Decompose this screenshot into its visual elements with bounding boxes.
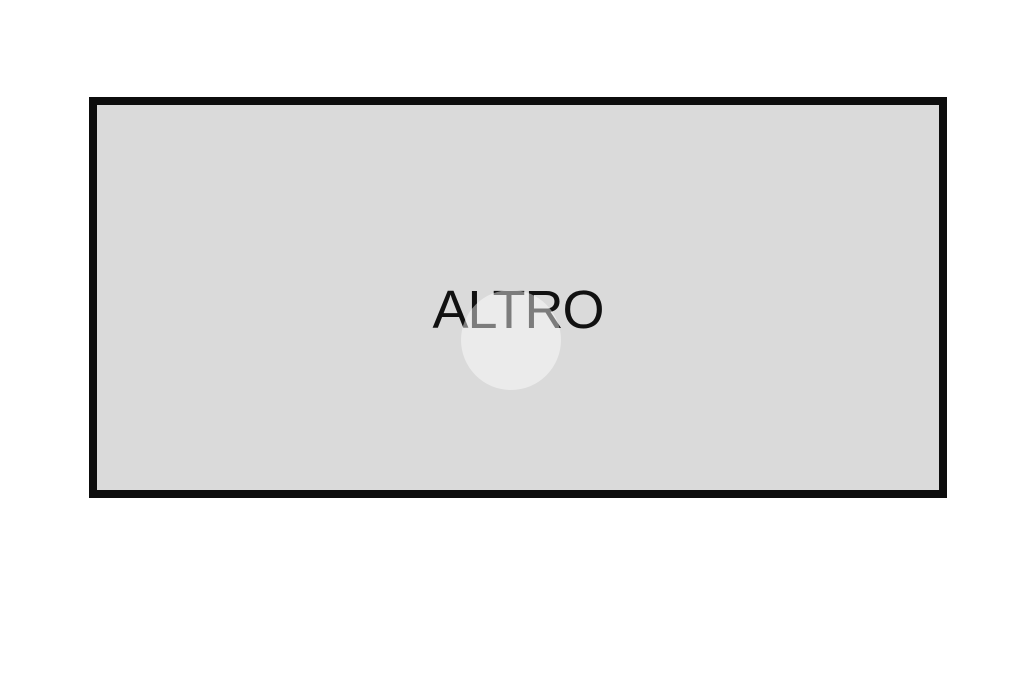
altro-button[interactable]: ALTRO (89, 97, 947, 498)
altro-button-label: ALTRO (432, 280, 604, 340)
